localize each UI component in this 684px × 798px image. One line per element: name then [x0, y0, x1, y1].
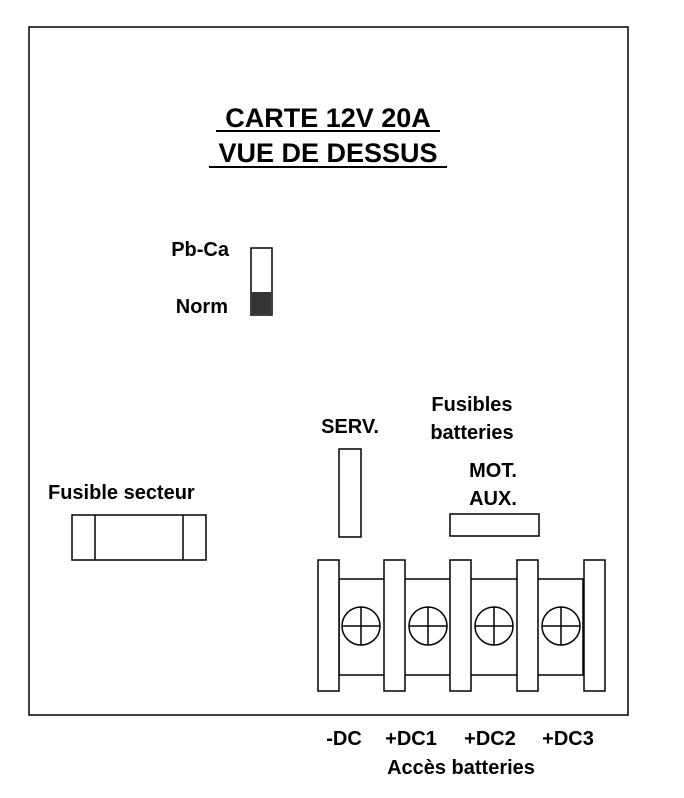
aux-label: AUX. [469, 488, 517, 510]
terminal-divider [583, 559, 606, 692]
board-outline [28, 26, 629, 716]
battery-fuses-label-2: batteries [430, 422, 513, 444]
terminal-label-dc: -DC [326, 728, 362, 750]
battery-fuse [449, 513, 540, 537]
service-fuse-label: SERV. [321, 416, 379, 438]
terminal-divider [516, 559, 539, 692]
terminal-divider [317, 559, 340, 692]
terminal-screw-dc2 [474, 606, 514, 646]
terminal-label-dc3: +DC3 [542, 728, 594, 750]
title-line-2: VUE DE DESSUS [218, 138, 437, 168]
terminal-screw-dc1 [408, 606, 448, 646]
terminals-caption: Accès batteries [387, 757, 535, 779]
terminal-label-dc1: +DC1 [385, 728, 437, 750]
terminal-screw-dc3 [541, 606, 581, 646]
switch-label-pbca: Pb-Ca [171, 239, 230, 261]
terminal-label-dc2: +DC2 [464, 728, 516, 750]
mot-label: MOT. [469, 460, 517, 482]
service-fuse [338, 448, 362, 538]
terminal-block [317, 559, 606, 692]
battery-type-switch[interactable] [250, 247, 273, 316]
terminal-divider [449, 559, 472, 692]
switch-label-norm: Norm [176, 296, 228, 318]
battery-fuses-label-1: Fusibles [431, 394, 512, 416]
title-line-1: CARTE 12V 20A [225, 103, 431, 133]
mains-fuse [71, 514, 207, 561]
terminal-divider [383, 559, 406, 692]
switch-lever [252, 292, 271, 314]
terminal-screw-dc [341, 606, 381, 646]
mains-fuse-label: Fusible secteur [48, 482, 195, 504]
